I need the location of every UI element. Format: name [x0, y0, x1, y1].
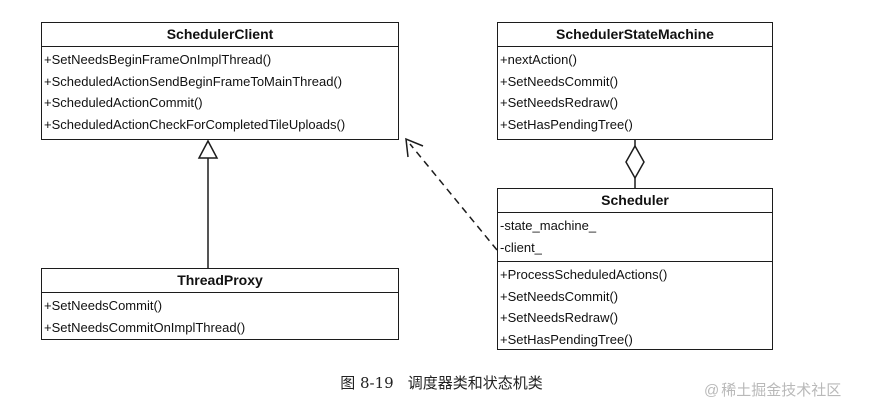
- methods-section: +nextAction() +SetNeedsCommit() +SetNeed…: [498, 47, 772, 138]
- method: +ScheduledActionCheckForCompletedTileUpl…: [44, 116, 346, 132]
- generalization-arrowhead: [197, 139, 219, 159]
- method: +SetNeedsCommitOnImplThread(): [44, 319, 246, 335]
- figure-title: 调度器类和状态机类: [407, 374, 543, 392]
- watermark-at-sign: @: [704, 382, 720, 399]
- dependency-arrowhead: [405, 137, 424, 158]
- method: +SetNeedsRedraw(): [500, 310, 619, 325]
- class-name: SchedulerStateMachine: [498, 23, 772, 47]
- watermark: @稀土掘金技术社区: [704, 379, 841, 400]
- aggregation-diamond: [625, 144, 645, 180]
- class-name: Scheduler: [498, 189, 772, 213]
- method: +nextAction(): [500, 52, 577, 67]
- method: +SetNeedsCommit(): [44, 298, 163, 313]
- method: +ProcessScheduledActions(): [500, 267, 668, 282]
- class-scheduler-state-machine: SchedulerStateMachine +nextAction() +Set…: [497, 22, 773, 140]
- attributes-section: -state_machine_ -client_: [498, 213, 772, 262]
- methods-section: +SetNeedsCommit() +SetNeedsCommitOnImplT…: [42, 293, 398, 341]
- methods-section: +ProcessScheduledActions() +SetNeedsComm…: [498, 262, 772, 353]
- method: +SetNeedsCommit(): [500, 288, 619, 304]
- class-name: ThreadProxy: [42, 269, 398, 293]
- attribute: -state_machine_: [500, 218, 597, 233]
- method: +SetNeedsBeginFrameOnImplThread(): [44, 52, 272, 67]
- class-scheduler: Scheduler -state_machine_ -client_ +Proc…: [497, 188, 773, 350]
- watermark-text: 稀土掘金技术社区: [721, 382, 842, 399]
- method: +ScheduledActionCommit(): [44, 95, 203, 110]
- class-thread-proxy: ThreadProxy +SetNeedsCommit() +SetNeedsC…: [41, 268, 399, 340]
- method: +SetNeedsCommit(): [500, 73, 619, 89]
- method: +SetHasPendingTree(): [500, 116, 633, 132]
- class-scheduler-client: SchedulerClient +SetNeedsBeginFrameOnImp…: [41, 22, 399, 140]
- methods-section: +SetNeedsBeginFrameOnImplThread() +Sched…: [42, 47, 398, 138]
- method: +SetHasPendingTree(): [500, 331, 633, 347]
- figure-number: 图 8-19: [340, 374, 394, 392]
- attribute: -client_: [500, 239, 542, 255]
- class-name: SchedulerClient: [42, 23, 398, 47]
- method: +ScheduledActionSendBeginFrameToMainThre…: [44, 73, 343, 89]
- dependency-line: [409, 143, 498, 251]
- figure-caption: 图 8-19 调度器类和状态机类: [0, 372, 883, 393]
- method: +SetNeedsRedraw(): [500, 95, 619, 110]
